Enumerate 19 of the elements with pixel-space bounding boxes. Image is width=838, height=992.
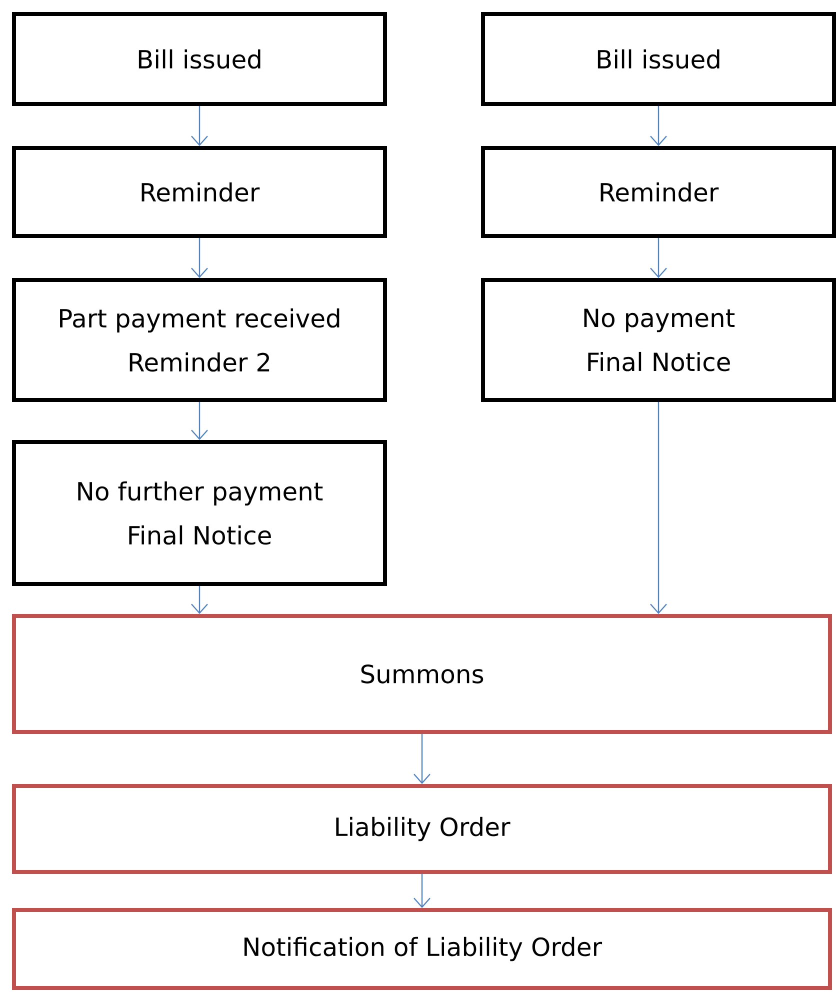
process-box: Summons — [12, 614, 832, 734]
arrow — [650, 238, 667, 278]
arrow — [191, 586, 208, 614]
process-box: Reminder — [12, 146, 387, 238]
process-box: Notification of Liability Order — [12, 908, 832, 990]
process-box: Reminder — [481, 146, 836, 238]
process-box: No further payment Final Notice — [12, 440, 387, 586]
arrow — [650, 402, 667, 614]
arrow — [191, 402, 208, 440]
process-box: Bill issued — [481, 12, 836, 106]
arrow — [414, 734, 430, 784]
arrow — [414, 874, 430, 908]
process-box: Bill issued — [12, 12, 387, 106]
arrow — [650, 106, 667, 146]
arrow — [191, 106, 208, 146]
process-box: No payment Final Notice — [481, 278, 836, 402]
process-box: Part payment received Reminder 2 — [12, 278, 387, 402]
process-box: Liability Order — [12, 784, 832, 874]
arrow — [191, 238, 208, 278]
